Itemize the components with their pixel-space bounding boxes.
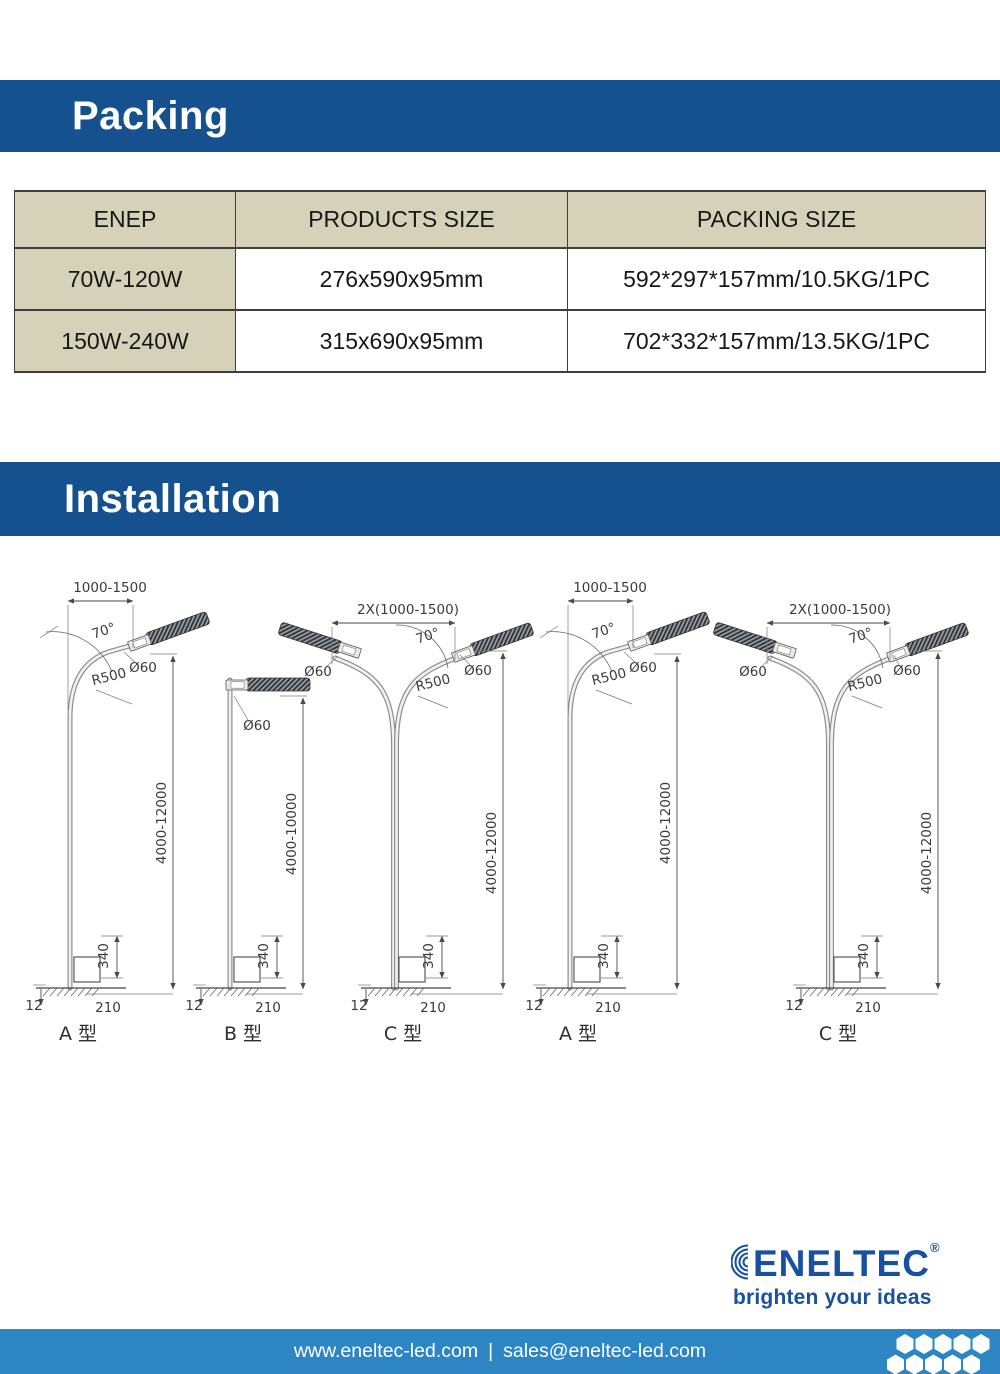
cell-model-range: 70W-120W [14,247,236,311]
dim-arm-diameter: Ø60 [129,660,157,676]
dim-arm-reach: 2X(1000-1500) [789,602,891,618]
packing-section-title: Packing [72,93,229,138]
dim-bend-radius: R500 [846,671,884,695]
dim-bend-radius: R500 [590,665,628,689]
dim-base-width: 210 [255,1000,281,1016]
installation-section-title: Installation [64,476,282,521]
column-header-enep: ENEP [14,190,236,249]
column-header-packing-size: PACKING SIZE [567,190,986,249]
dim-pole-height: 4000-12000 [919,812,935,894]
pole-type-label: B 型 [224,1023,262,1045]
logo-tagline: brighten your ideas [733,1286,932,1309]
pole-base [358,936,451,1005]
street-lamp [126,610,211,653]
pole-base [533,936,626,1005]
dim-pole-diameter: Ø60 [243,718,271,734]
street-lamp-left [277,621,363,661]
dim-arm-angle: 70° [414,625,442,648]
dim-box-height: 340 [421,943,437,969]
dim-arm-angle: 70° [90,620,118,643]
pole-base [193,936,286,1005]
table-row: 70W-120W 276x590x95mm 592*297*157mm/10.5… [14,247,986,311]
dim-bend-radius: R500 [90,665,128,689]
dim-box-height: 340 [596,943,612,969]
logo-wordmark: ENELTEC [753,1242,930,1284]
footer-separator: | [488,1340,494,1362]
dim-pole-height: 4000-12000 [484,812,500,894]
packing-table-header-row: ENEP PRODUCTS SIZE PACKING SIZE [14,190,986,249]
installation-diagrams: 1000-1500 70° R500 Ø60 4000-12000 340 12… [25,580,970,1045]
pole-diagram-a1: 1000-1500 70° R500 Ø60 4000-12000 340 12… [25,580,211,1045]
dim-arm-diameter: Ø60 [629,660,657,676]
eneltec-logo: ENELTEC ® brighten your ideas [731,1240,940,1310]
dim-arm-reach: 1000-1500 [573,580,647,596]
logo-arcs-icon [731,1244,749,1280]
pole-type-label: A 型 [59,1023,97,1045]
footer-bar: www.eneltec-led.com | sales@eneltec-led.… [0,1329,1000,1374]
cell-model-range: 150W-240W [14,309,236,373]
dim-arm-reach: 2X(1000-1500) [357,602,459,618]
street-lamp [626,610,711,653]
pole-type-label: C 型 [384,1023,422,1045]
pole-diagram-c1: 2X(1000-1500) 70° R500 Ø60 Ø60 4000-1200… [277,602,535,1045]
pole-diagram-c2: 2X(1000-1500) 70° R500 Ø60 Ø60 4000-1200… [712,602,970,1045]
dim-base-width: 210 [595,1000,621,1016]
cell-packing-size: 702*332*157mm/13.5KG/1PC [567,309,986,373]
street-lamp-right [885,621,970,664]
dim-base-width: 210 [855,1000,881,1016]
dim-base-width: 210 [95,1000,121,1016]
installation-section-bar: Installation [0,462,1000,536]
dim-box-height: 340 [96,943,112,969]
footer-website: www.eneltec-led.com [293,1340,479,1362]
hexagon-pattern-icon [887,1334,990,1374]
dim-arm-angle: 70° [590,620,618,643]
packing-section-bar: Packing [0,80,1000,152]
dim-pole-height: 4000-10000 [284,793,300,875]
dim-arm-angle: 70° [847,625,875,648]
dim-arm-diameter-right: Ø60 [893,663,921,679]
table-row: 150W-240W 315x690x95mm 702*332*157mm/13.… [14,309,986,373]
pole-type-label: A 型 [559,1023,597,1045]
dim-plate-thickness: 12 [525,998,542,1014]
pole-base [793,936,886,1005]
dim-arm-reach: 1000-1500 [73,580,147,596]
packing-table: ENEP PRODUCTS SIZE PACKING SIZE 70W-120W… [14,190,986,373]
dim-plate-thickness: 12 [350,998,367,1014]
street-lamp-left [712,621,798,661]
footer-email: sales@eneltec-led.com [503,1340,707,1362]
column-header-products-size: PRODUCTS SIZE [235,190,568,249]
dim-box-height: 340 [256,943,272,969]
dim-pole-height: 4000-12000 [658,782,674,864]
dim-plate-thickness: 12 [185,998,202,1014]
street-lamp-right [450,621,535,664]
pole-type-label: C 型 [819,1023,857,1045]
cell-packing-size: 592*297*157mm/10.5KG/1PC [567,247,986,311]
cell-product-size: 315x690x95mm [235,309,568,373]
dim-arm-diameter-left: Ø60 [304,664,332,680]
pole-diagram-b: Ø60 4000-10000 340 12 210 B 型 [185,677,311,1045]
pole-base [33,936,126,1005]
pole-diagram-a2: 1000-1500 70° R500 Ø60 4000-12000 340 12… [525,580,711,1045]
dim-arm-diameter-right: Ø60 [464,663,492,679]
cell-product-size: 276x590x95mm [235,247,568,311]
street-lamp [225,677,311,692]
dim-arm-diameter-left: Ø60 [739,664,767,680]
dim-plate-thickness: 12 [25,998,42,1014]
dim-pole-height: 4000-12000 [154,782,170,864]
footer-contact: www.eneltec-led.com | sales@eneltec-led.… [0,1329,1000,1374]
registered-trademark: ® [929,1240,940,1255]
dim-box-height: 340 [856,943,872,969]
dim-base-width: 210 [420,1000,446,1016]
dim-plate-thickness: 12 [785,998,802,1014]
